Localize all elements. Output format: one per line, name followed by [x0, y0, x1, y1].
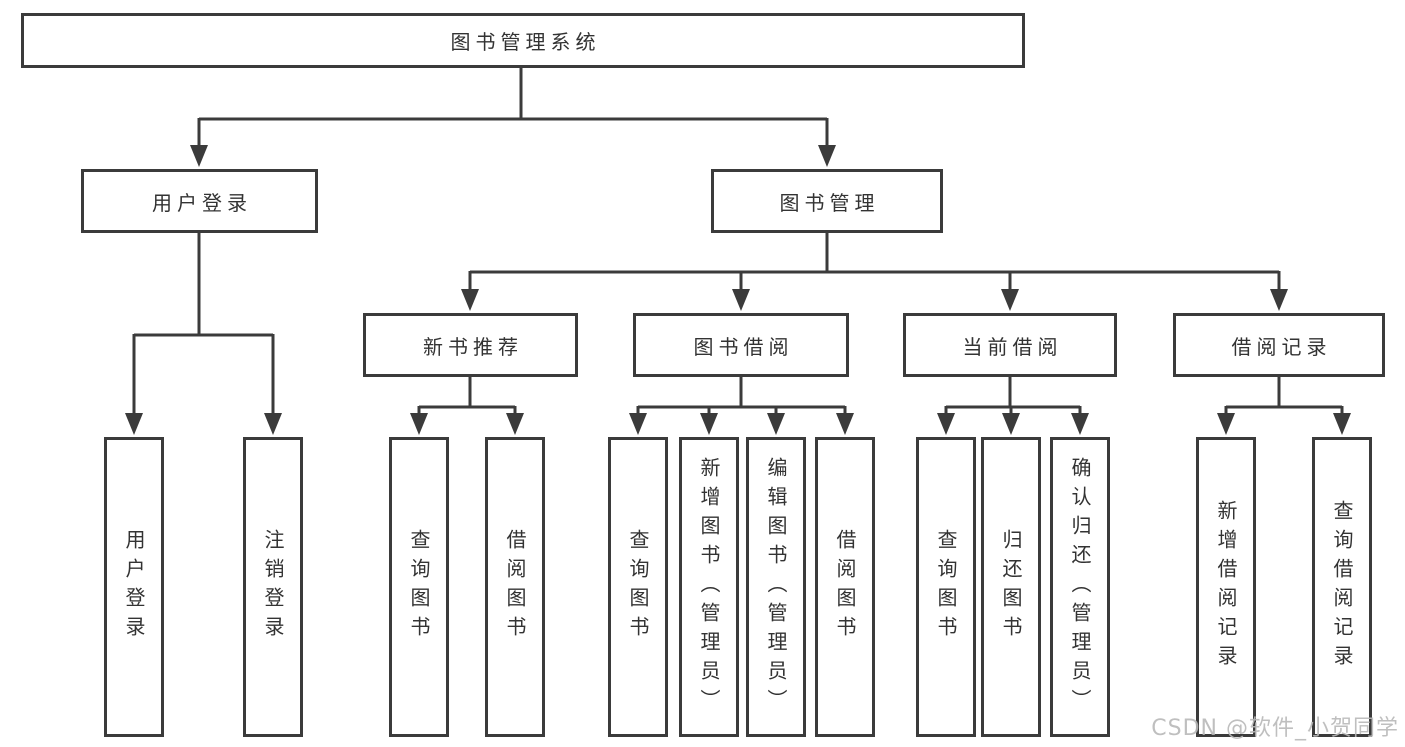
- node-root-label: 图书管理系统: [450, 30, 601, 54]
- leaf-query-books-current-label: 查询图书: [934, 529, 958, 645]
- node-book-borrowing: 图书借阅: [633, 313, 849, 377]
- node-new-book-recommend: 新书推荐: [363, 313, 578, 377]
- leaf-confirm-return-admin-label: 确认归还（管理员）: [1068, 456, 1092, 718]
- leaf-query-books-borrowing: 查询图书: [608, 437, 668, 737]
- leaf-add-borrow-record-label: 新增借阅记录: [1214, 500, 1238, 674]
- leaf-logout-login: 注销登录: [243, 437, 303, 737]
- leaf-query-borrow-record-label: 查询借阅记录: [1330, 500, 1354, 674]
- node-borrowing-records: 借阅记录: [1173, 313, 1385, 377]
- node-book-borrowing-label: 图书借阅: [693, 334, 794, 359]
- leaf-logout-login-label: 注销登录: [261, 529, 285, 645]
- leaf-confirm-return-admin: 确认归还（管理员）: [1050, 437, 1110, 737]
- leaf-query-borrow-record: 查询借阅记录: [1312, 437, 1372, 737]
- leaf-return-books-label: 归还图书: [999, 529, 1023, 645]
- leaf-query-books-recommend: 查询图书: [389, 437, 449, 737]
- node-root: 图书管理系统: [21, 13, 1025, 68]
- leaf-user-login: 用户登录: [104, 437, 164, 737]
- leaf-borrow-books-borrowing-label: 借阅图书: [833, 529, 857, 645]
- leaf-borrow-books-recommend: 借阅图书: [485, 437, 545, 737]
- node-current-borrowing-label: 当前借阅: [962, 334, 1063, 359]
- watermark: CSDN @软件_小贺同学: [1151, 716, 1399, 741]
- leaf-edit-books-admin: 编辑图书（管理员）: [746, 437, 806, 737]
- leaf-add-books-admin: 新增图书（管理员）: [679, 437, 739, 737]
- leaf-borrow-books-borrowing: 借阅图书: [815, 437, 875, 737]
- node-borrowing-records-label: 借阅记录: [1231, 334, 1332, 359]
- leaf-query-books-borrowing-label: 查询图书: [626, 529, 650, 645]
- leaf-query-books-recommend-label: 查询图书: [407, 529, 431, 645]
- leaf-return-books: 归还图书: [981, 437, 1041, 737]
- leaf-query-books-current: 查询图书: [916, 437, 976, 737]
- leaf-user-login-label: 用户登录: [122, 529, 146, 645]
- node-current-borrowing: 当前借阅: [903, 313, 1117, 377]
- node-new-book-recommend-label: 新书推荐: [423, 334, 523, 359]
- arrowheads: [125, 145, 1351, 435]
- node-user-login: 用户登录: [81, 169, 318, 233]
- node-book-management: 图书管理: [711, 169, 943, 233]
- leaf-add-borrow-record: 新增借阅记录: [1196, 437, 1256, 737]
- leaf-add-books-admin-label: 新增图书（管理员）: [697, 456, 721, 718]
- node-book-management-label: 图书管理: [779, 190, 880, 215]
- leaf-borrow-books-recommend-label: 借阅图书: [503, 529, 527, 645]
- node-user-login-label: 用户登录: [152, 190, 252, 215]
- leaf-edit-books-admin-label: 编辑图书（管理员）: [764, 456, 788, 718]
